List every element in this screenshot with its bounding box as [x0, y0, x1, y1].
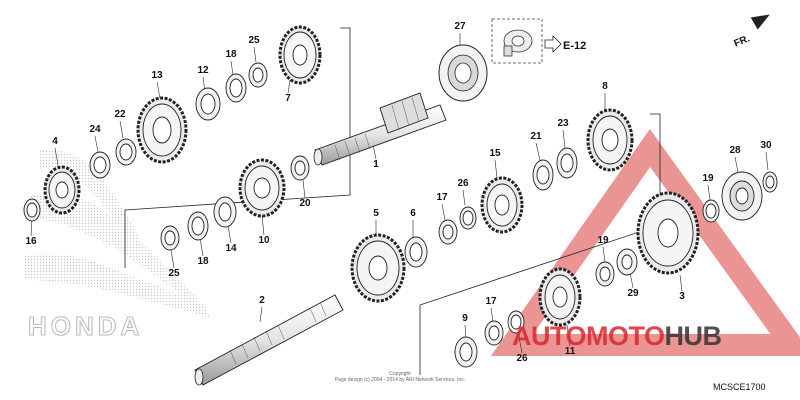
- part-label-20: 20: [299, 198, 311, 209]
- part-27-bearing: [438, 44, 488, 102]
- part-label-15: 15: [489, 148, 501, 159]
- leader-lines: [30, 33, 769, 354]
- part-label-23: 23: [557, 118, 569, 129]
- honda-watermark-text: HONDA: [27, 311, 144, 342]
- part-18-ring-lower: [187, 211, 209, 241]
- ring-parts: [23, 62, 778, 368]
- reference-part-icon: [503, 29, 533, 57]
- part-label-1: 1: [373, 159, 379, 170]
- part-7-gear: [278, 25, 322, 85]
- part-12-bearing: [195, 87, 221, 121]
- part-label-29: 29: [627, 288, 639, 299]
- part-label-19: 19: [702, 173, 714, 184]
- part-15-gear: [480, 176, 524, 234]
- part-9-bush: [454, 336, 478, 368]
- part-label-26: 26: [457, 178, 469, 189]
- part-17-ring-lower: [484, 320, 504, 346]
- part-8-gear: [586, 108, 634, 172]
- part-17-ring-upper: [438, 219, 458, 245]
- part-11-gear: [538, 267, 582, 327]
- automotohub-triangle-watermark: [490, 129, 800, 356]
- part-2-shaft: [194, 294, 344, 386]
- part-label-18: 18: [197, 256, 209, 267]
- part-30-ring: [762, 171, 778, 193]
- part-label-14: 14: [225, 243, 237, 254]
- logo-moto: MOTO: [586, 321, 665, 351]
- part-label-13: 13: [151, 70, 163, 81]
- part-21-washer: [532, 159, 554, 191]
- part-5-gear: [350, 233, 406, 303]
- part-label-4: 4: [52, 136, 58, 147]
- part-label-19: 19: [597, 235, 609, 246]
- reference-box: [491, 18, 543, 64]
- copyright-notice: Copyright Page design (c) 2004 - 2014 by…: [335, 371, 465, 383]
- part-25-ring-lower: [160, 225, 180, 251]
- part-26-ring-lower: [507, 310, 525, 334]
- gear-parts: [43, 25, 700, 327]
- part-label-12: 12: [197, 65, 209, 76]
- part-label-9: 9: [462, 313, 468, 324]
- part-26-ring-upper: [459, 206, 477, 230]
- part-13-gear: [136, 96, 188, 164]
- part-25-ring: [248, 62, 268, 88]
- part-label-27: 27: [454, 21, 466, 32]
- part-label-10: 10: [258, 235, 270, 246]
- part-3-gear: [636, 191, 700, 275]
- diagram-code: MCSCE1700: [713, 382, 766, 392]
- part-1-shaft: [313, 92, 447, 166]
- reference-label: E-12: [563, 40, 587, 52]
- part-label-5: 5: [373, 208, 379, 219]
- part-label-7: 7: [285, 93, 291, 104]
- part-19-ring-lower: [595, 261, 615, 287]
- reference-arrow-icon: [544, 35, 562, 53]
- part-24-washer: [89, 151, 111, 179]
- part-14-bush: [213, 196, 237, 228]
- part-label-11: 11: [564, 346, 576, 357]
- part-6-bush: [404, 236, 428, 268]
- part-22-washer: [115, 138, 137, 166]
- part-23-washer: [556, 147, 578, 179]
- part-label-17: 17: [436, 192, 448, 203]
- logo-hub: HUB: [664, 321, 723, 351]
- part-label-17: 17: [485, 296, 497, 307]
- part-4-gear: [43, 165, 81, 215]
- part-label-25: 25: [248, 35, 260, 46]
- part-label-26: 26: [516, 353, 528, 364]
- group-bracket-upper: [124, 27, 351, 268]
- part-label-16: 16: [25, 236, 37, 247]
- part-label-2: 2: [259, 295, 265, 306]
- part-20-washer: [290, 155, 310, 181]
- part-16-ring: [23, 198, 41, 222]
- part-label-28: 28: [729, 145, 741, 156]
- part-18-ring: [225, 73, 247, 103]
- part-10-gear: [238, 158, 286, 218]
- part-label-24: 24: [89, 124, 101, 135]
- copyright-line-1: Copyright: [389, 371, 411, 377]
- part-label-30: 30: [760, 140, 772, 151]
- part-29-bearing: [616, 248, 638, 276]
- part-label-3: 3: [679, 291, 685, 302]
- part-label-21: 21: [530, 131, 542, 142]
- part-19-ring-upper: [702, 199, 720, 223]
- part-label-22: 22: [114, 109, 126, 120]
- part-label-8: 8: [602, 81, 608, 92]
- part-label-6: 6: [410, 208, 416, 219]
- part-label-18: 18: [225, 49, 237, 60]
- part-28-bearing: [721, 171, 763, 221]
- part-label-25: 25: [168, 268, 180, 279]
- automotohub-logo: AUTOMOTOHUB: [512, 323, 722, 350]
- logo-auto: AUTO: [512, 321, 587, 351]
- copyright-line-2: Page design (c) 2004 - 2014 by ARI Netwo…: [334, 377, 466, 383]
